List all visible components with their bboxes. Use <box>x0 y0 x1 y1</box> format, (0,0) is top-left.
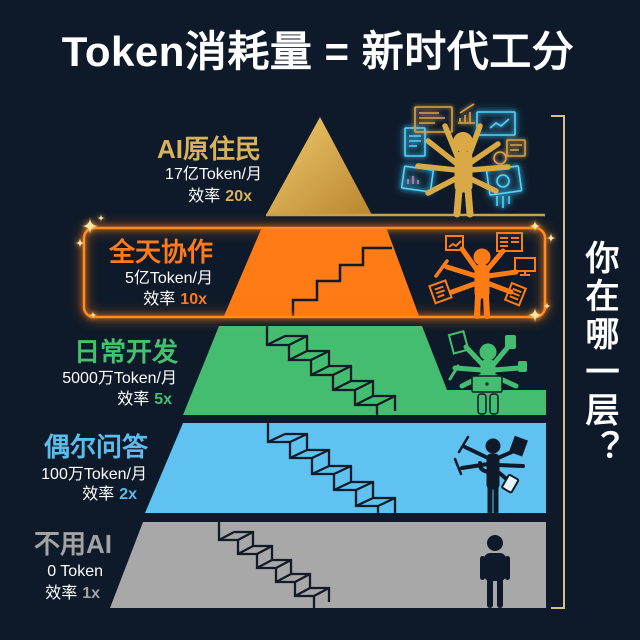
staircase-icon <box>265 326 397 415</box>
tier-5-name: AI原住民 <box>156 134 261 164</box>
tier-3-band <box>183 326 546 415</box>
bar-chart-icon <box>458 103 475 124</box>
sparkle-icon <box>81 217 99 235</box>
tier-2-name: 偶尔问答 <box>43 432 148 462</box>
tier-3-usage: 5000万Token/月 <box>62 370 177 387</box>
sparkle-icons <box>75 214 556 323</box>
tier-4-usage: 5亿Token/月 <box>124 270 213 287</box>
sparkle-icon <box>546 233 556 243</box>
notes-panel-icon <box>506 139 526 157</box>
efficiency-value: 5x <box>154 391 172 408</box>
gear-icon <box>493 151 507 165</box>
pen-icon <box>453 457 463 476</box>
tier-5-usage: 17亿Token/月 <box>165 166 262 183</box>
full-day-collab-figure-icon <box>428 232 536 319</box>
efficiency-label: 效率 <box>82 486 115 503</box>
monitor-icon <box>514 257 536 272</box>
tier-4-name: 全天协作 <box>108 237 213 267</box>
efficiency-value: 20x <box>225 188 252 205</box>
document-icon <box>447 330 470 355</box>
highlight-frame <box>82 226 547 319</box>
pen-icon <box>457 435 470 454</box>
page-title: Token消耗量 = 新时代工分 <box>61 28 575 75</box>
tier-2-usage: 100万Token/月 <box>41 466 147 483</box>
no-ai-figure-icon <box>480 535 510 608</box>
notepad-icon <box>428 279 453 305</box>
efficiency-label: 效率 <box>188 188 221 205</box>
head <box>487 535 503 551</box>
staircase-icon <box>217 522 331 608</box>
head <box>479 343 497 361</box>
tier-4-band <box>224 227 419 316</box>
code-panel-icon <box>414 106 453 133</box>
sparkle-icon <box>97 214 105 222</box>
tier-1-usage: 0 Token <box>47 563 103 580</box>
sparkle-icon <box>75 238 85 248</box>
chart-window-icon <box>445 235 464 251</box>
staircase-icon <box>266 423 397 513</box>
document-window-icon <box>496 232 523 252</box>
chart-panel-icon <box>400 165 435 193</box>
head <box>485 438 501 454</box>
staircase-icon <box>291 246 392 316</box>
dashboard-panel-icon <box>476 111 516 136</box>
sparkle-icon <box>527 307 543 323</box>
efficiency-label: 效率 <box>45 585 78 602</box>
sparkle-icon <box>529 220 541 232</box>
tier-5-band <box>266 117 372 215</box>
side-question: 你在哪一层？ <box>580 240 618 468</box>
occasional-qa-figure-icon <box>453 435 528 515</box>
efficiency-value: 2x <box>119 486 137 503</box>
tier-1-name: 不用AI <box>33 529 112 559</box>
efficiency-value: 10x <box>180 291 207 308</box>
pencil-icon <box>434 259 449 278</box>
sparkle-icon <box>543 302 551 310</box>
tier-bracket <box>551 115 565 609</box>
phone-icon <box>501 473 520 494</box>
tier-1-band <box>110 522 546 608</box>
head <box>473 248 491 266</box>
efficiency-label: 效率 <box>117 391 150 408</box>
tier-3-name: 日常开发 <box>73 337 178 367</box>
efficiency-label: 效率 <box>143 291 176 308</box>
ai-native-figure-icon <box>400 103 526 218</box>
book-icon <box>508 435 528 457</box>
sparkle-icon <box>89 311 97 319</box>
efficiency-value: 1x <box>82 585 100 602</box>
daily-dev-figure-icon <box>447 330 527 415</box>
